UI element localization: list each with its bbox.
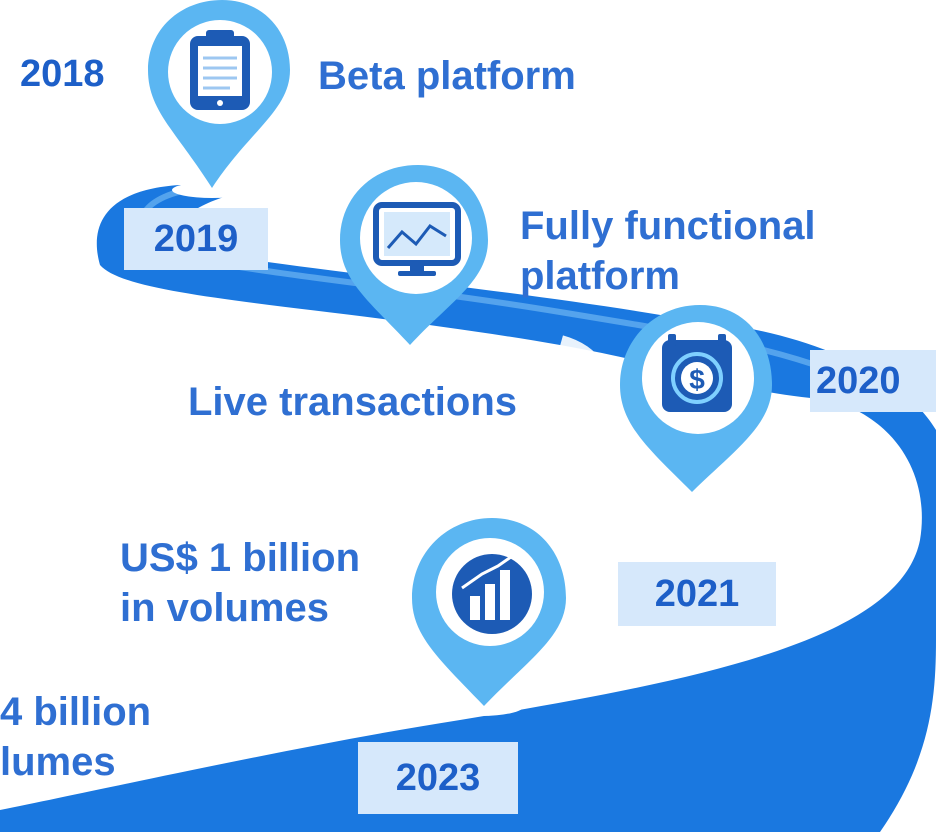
- pin-2018: [148, 0, 290, 198]
- growth-bars-icon: [452, 548, 532, 634]
- pin-2021: [412, 518, 566, 716]
- svg-text:$: $: [689, 364, 705, 395]
- milestone-label-2023-line1: 4 billion: [0, 690, 152, 734]
- year-box-2019: 2019: [124, 208, 268, 270]
- milestone-label-2021-line1: US$ 1 billion: [120, 536, 361, 580]
- year-2021: 2021: [654, 572, 740, 615]
- year-2023: 2023: [395, 756, 481, 799]
- year-box-2021: 2021: [618, 562, 776, 626]
- pin-2019: [340, 165, 488, 353]
- milestone-label-2020: Live transactions: [188, 380, 518, 424]
- milestone-label-2019-line1: Fully functional: [520, 204, 816, 248]
- year-box-2020: 2020: [810, 350, 936, 412]
- clipboard-icon: [190, 30, 250, 110]
- year-2018: 2018: [20, 53, 105, 95]
- year-2019: 2019: [153, 217, 239, 260]
- dollar-exchange-icon: $: [662, 334, 732, 412]
- year-box-2023: 2023: [358, 742, 518, 814]
- pin-2020: $: [620, 305, 772, 502]
- milestone-label-2021-line2: in volumes: [120, 586, 329, 630]
- year-2020: 2020: [816, 359, 901, 402]
- milestone-label-2023-line2: lumes: [0, 740, 116, 784]
- monitor-chart-icon: [373, 202, 461, 276]
- milestone-label-2019-line2: platform: [520, 254, 680, 298]
- milestone-label-2018: Beta platform: [318, 54, 576, 98]
